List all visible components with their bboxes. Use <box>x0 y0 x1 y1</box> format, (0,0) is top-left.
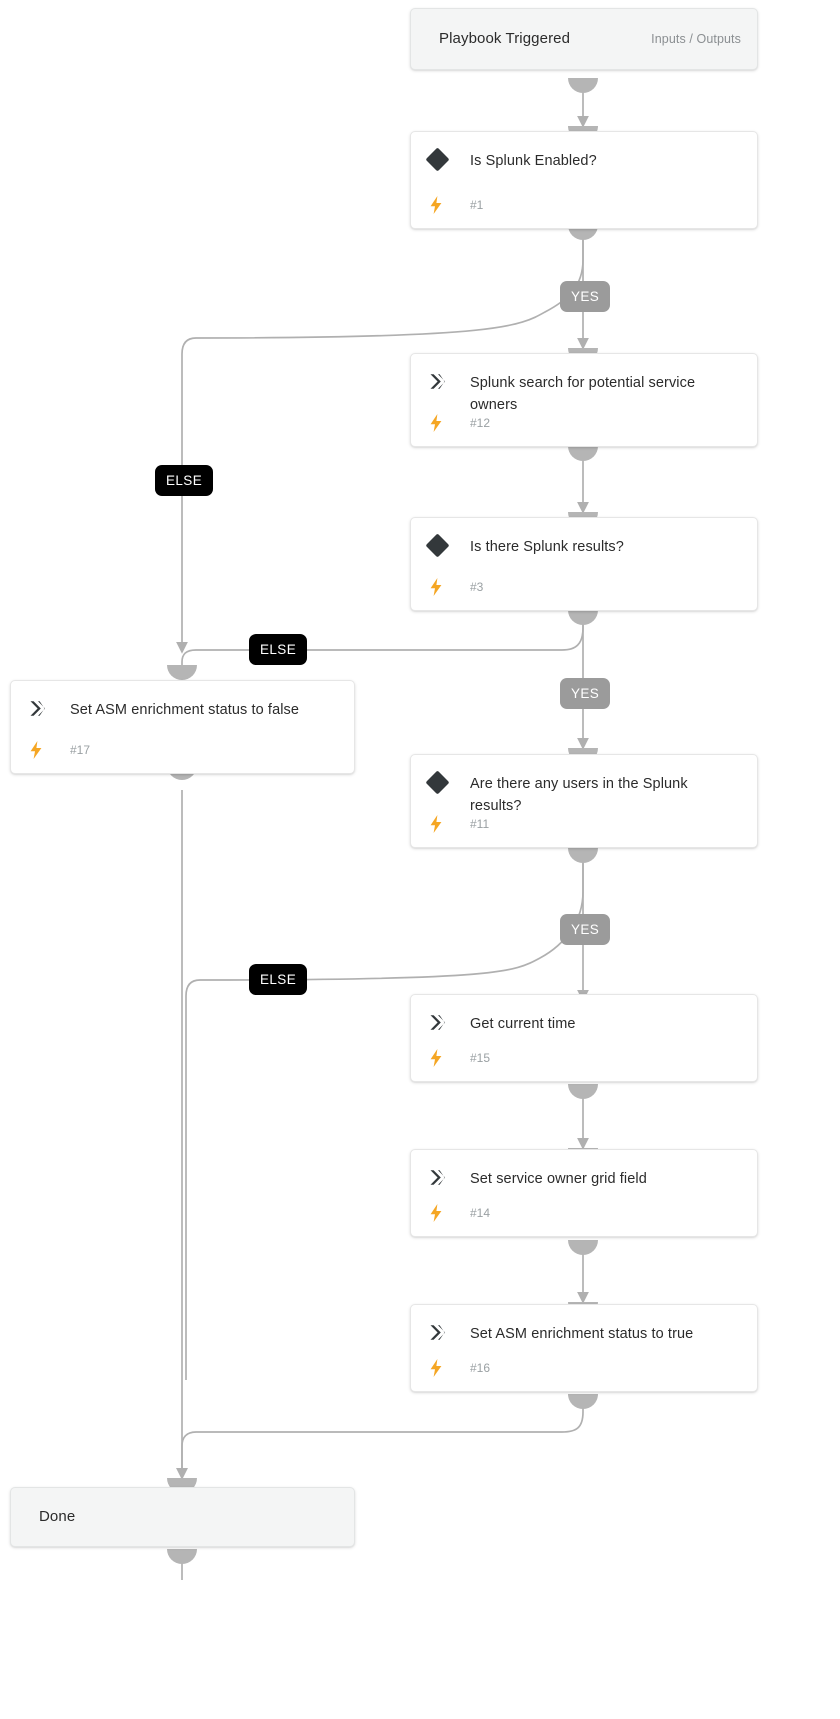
node-playbook-triggered[interactable]: Playbook Triggered Inputs / Outputs <box>410 8 758 70</box>
node-get-current-time[interactable]: Get current time #15 <box>410 994 758 1082</box>
node-id: #17 <box>70 742 91 757</box>
node-is-there-splunk-results[interactable]: Is there Splunk results? #3 <box>410 517 758 611</box>
node-id: #1 <box>470 197 484 212</box>
bolt-icon <box>429 577 463 596</box>
bolt-icon <box>429 413 463 432</box>
node-title: Is there Splunk results? <box>470 539 624 555</box>
node-done[interactable]: Done <box>10 1487 355 1547</box>
node-title: Playbook Triggered <box>439 30 571 47</box>
diamond-icon <box>425 533 463 558</box>
node-set-asm-false[interactable]: Set ASM enrichment status to false #17 <box>10 680 355 774</box>
badge-yes-splunk-results[interactable]: YES <box>560 678 611 709</box>
bolt-icon <box>429 1048 463 1067</box>
node-set-asm-true[interactable]: Set ASM enrichment status to true #16 <box>410 1304 758 1392</box>
cap-out-12 <box>568 446 598 461</box>
node-header: Splunk search for potential service owne… <box>411 354 757 416</box>
node-id: #3 <box>470 579 484 594</box>
badge-label: ELSE <box>260 642 297 657</box>
cap-in-17 <box>167 665 197 680</box>
node-title: Set ASM enrichment status to true <box>470 1326 694 1342</box>
badge-else-any-users[interactable]: ELSE <box>249 964 308 995</box>
edge-3-else-to-17 <box>181 610 584 665</box>
badge-else-splunk-enabled[interactable]: ELSE <box>155 465 214 496</box>
cap-out-trigger <box>568 78 598 93</box>
cap-out-15 <box>568 1084 598 1099</box>
node-header: Get current time <box>411 995 757 1035</box>
badge-label: YES <box>571 686 600 701</box>
node-id: #15 <box>470 1050 491 1065</box>
node-id: #16 <box>470 1360 491 1375</box>
node-splunk-search[interactable]: Splunk search for potential service owne… <box>410 353 758 447</box>
node-title: Splunk search for potential service owne… <box>470 375 696 413</box>
node-footer: #11 <box>429 814 741 833</box>
cap-out-11 <box>568 848 598 863</box>
node-title: Get current time <box>470 1016 576 1032</box>
badge-yes-any-users[interactable]: YES <box>560 914 611 945</box>
node-footer: #17 <box>29 740 338 759</box>
node-any-users-in-results[interactable]: Are there any users in the Splunk result… <box>410 754 758 848</box>
node-footer: #1 <box>429 195 741 214</box>
chevron-right-icon <box>429 1168 463 1186</box>
node-footer: #12 <box>429 413 741 432</box>
diamond-icon <box>425 147 463 172</box>
node-header: Playbook Triggered Inputs / Outputs <box>411 9 757 69</box>
bolt-icon <box>429 195 463 214</box>
node-footer: #16 <box>429 1358 741 1377</box>
node-id: #12 <box>470 415 491 430</box>
node-footer: #15 <box>429 1048 741 1067</box>
node-header: Set ASM enrichment status to false <box>11 681 354 721</box>
cap-out-14 <box>568 1240 598 1255</box>
badge-label: YES <box>571 289 600 304</box>
cap-out-16 <box>568 1394 598 1409</box>
chevron-right-icon <box>429 1013 463 1031</box>
node-header: Is Splunk Enabled? <box>411 132 757 172</box>
edge-11-else-to-spine <box>185 848 584 1380</box>
chevron-right-icon <box>29 699 63 717</box>
node-title: Done <box>39 1508 76 1525</box>
bolt-icon <box>429 1203 463 1222</box>
chevron-right-icon <box>429 1323 463 1341</box>
badge-label: ELSE <box>166 473 203 488</box>
node-header: Is there Splunk results? <box>411 518 757 558</box>
bolt-icon <box>29 740 63 759</box>
node-set-service-owner-grid-field[interactable]: Set service owner grid field #14 <box>410 1149 758 1237</box>
node-header: Are there any users in the Splunk result… <box>411 755 757 817</box>
cap-out-done <box>167 1549 197 1564</box>
cap-out-3 <box>568 610 598 625</box>
node-footer: #14 <box>429 1203 741 1222</box>
node-id: #11 <box>470 816 490 831</box>
diamond-icon <box>425 770 463 795</box>
node-title: Set ASM enrichment status to false <box>70 702 300 718</box>
badge-label: YES <box>571 922 600 937</box>
node-header: Set ASM enrichment status to true <box>411 1305 757 1345</box>
badge-label: ELSE <box>260 972 297 987</box>
node-title: Are there any users in the Splunk result… <box>470 776 688 814</box>
node-id: #14 <box>470 1205 491 1220</box>
bolt-icon <box>429 814 463 833</box>
node-footer: #3 <box>429 577 741 596</box>
inputs-outputs-label[interactable]: Inputs / Outputs <box>651 32 741 46</box>
badge-else-splunk-results[interactable]: ELSE <box>249 634 308 665</box>
node-title: Is Splunk Enabled? <box>470 153 597 169</box>
node-header: Set service owner grid field <box>411 1150 757 1190</box>
bolt-icon <box>429 1358 463 1377</box>
node-title: Set service owner grid field <box>470 1171 647 1187</box>
edge-16-to-done <box>176 1394 584 1480</box>
badge-yes-splunk-enabled[interactable]: YES <box>560 281 611 312</box>
node-is-splunk-enabled[interactable]: Is Splunk Enabled? #1 <box>410 131 758 229</box>
node-header: Done <box>11 1488 354 1546</box>
chevron-right-icon <box>429 372 463 390</box>
